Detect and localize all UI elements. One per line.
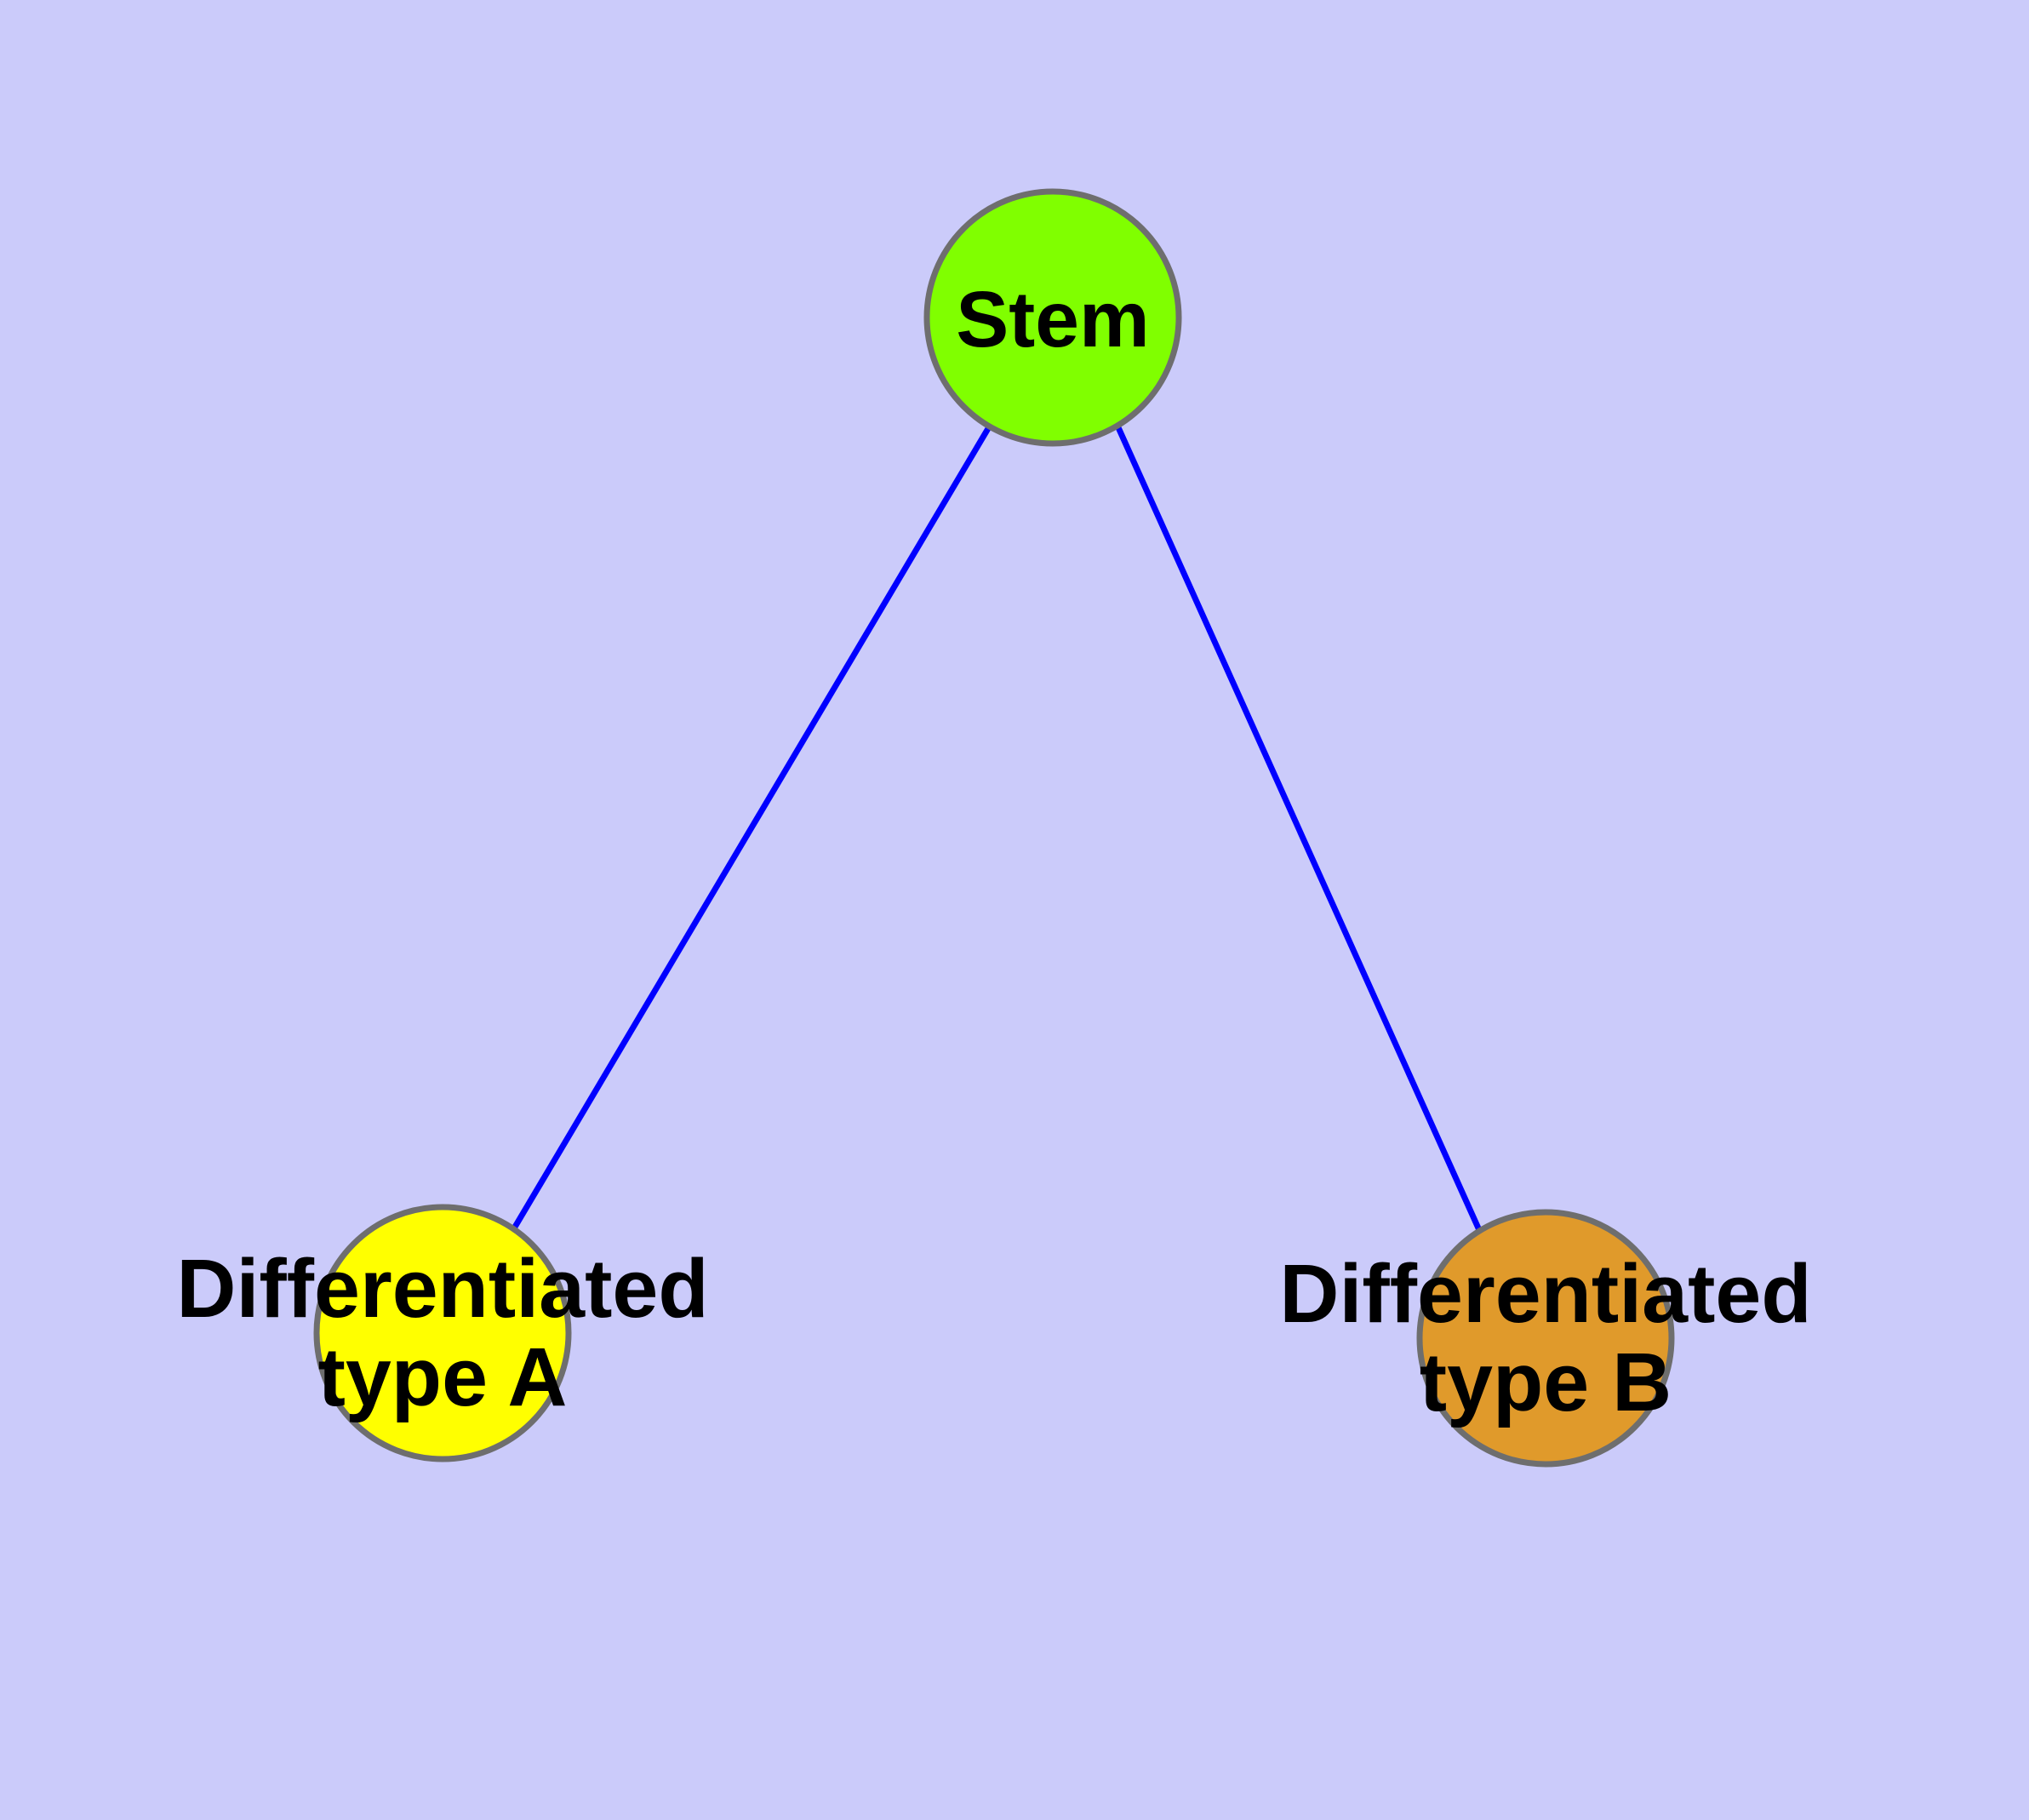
node-stem-label: Stem: [956, 275, 1149, 363]
node-stem-circle[interactable]: [923, 188, 1182, 447]
node-differentiated-type-a[interactable]: Differentiated type A: [176, 1204, 709, 1462]
edge-stem-to-differentiated-type-b[interactable]: [1114, 424, 1483, 1232]
node-differentiated-type-b-label-line1: Differentiated: [1279, 1247, 1811, 1340]
node-differentiated-type-b[interactable]: Differentiated type B: [1279, 1209, 1812, 1468]
node-differentiated-type-b-label-line2: type B: [1420, 1336, 1672, 1428]
edge-stem-to-differentiated-type-a[interactable]: [511, 424, 993, 1230]
node-differentiated-type-a-circle[interactable]: [313, 1204, 572, 1462]
node-stem[interactable]: Stem: [923, 188, 1182, 447]
node-differentiated-type-b-circle[interactable]: [1416, 1209, 1675, 1468]
node-differentiated-type-a-label-line2: type A: [318, 1331, 568, 1423]
node-differentiated-type-a-label-line1: Differentiated: [176, 1242, 708, 1335]
